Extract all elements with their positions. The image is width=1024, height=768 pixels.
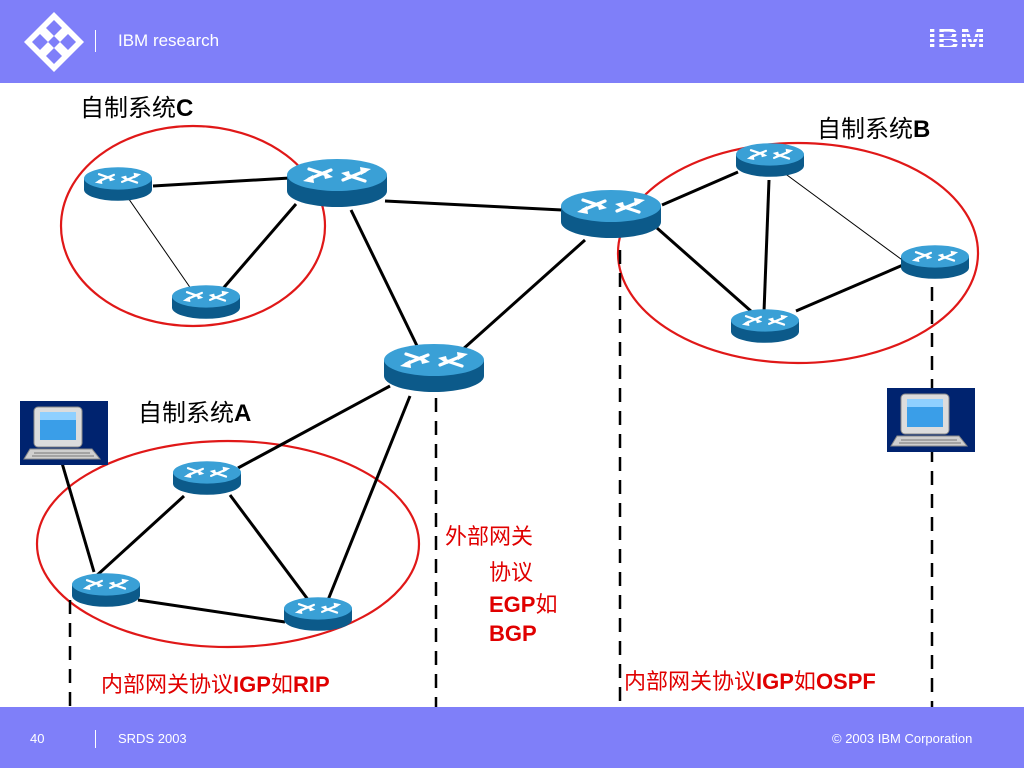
router-icon (282, 596, 354, 632)
as-b-label: 自制系统B (817, 115, 931, 143)
as-a-label: 自制系统A (138, 399, 252, 427)
router-icon (70, 572, 142, 608)
computer-icon (19, 400, 109, 466)
footer-copyright: © 2003 IBM Corporation (832, 731, 973, 746)
header-separator (95, 30, 96, 52)
as-a-boundary (35, 439, 421, 649)
ibm-brand-logo: IBM (928, 23, 986, 56)
header-title: IBM research (118, 31, 220, 50)
router-icon (285, 157, 389, 209)
router-icon (170, 284, 242, 320)
footer-separator (95, 730, 96, 748)
egp-label-line3: EGP如 (489, 592, 558, 618)
as-b-boundary (616, 141, 980, 365)
router-icon (382, 342, 486, 394)
egp-label-line2: 协议 (489, 561, 534, 586)
footer-event: SRDS 2003 (118, 731, 187, 746)
router-icon (559, 188, 663, 240)
igp-ospf-label: 内部网关协议IGP如OSPF (624, 669, 876, 695)
network-links (60, 170, 904, 624)
router-icon (729, 308, 801, 344)
as-c-label: 自制系统C (80, 94, 194, 122)
router-icon (171, 460, 243, 496)
router-icon (734, 142, 806, 178)
igp-rip-label: 内部网关协议IGP如RIP (101, 672, 330, 698)
header-bar: IBM research IBM (0, 0, 1024, 83)
egp-label-line1: 外部网关 (445, 525, 534, 550)
page-number: 40 (30, 731, 45, 746)
router-icon (82, 166, 154, 202)
computer-icon (886, 387, 976, 453)
ibm-diamond-logo (24, 12, 84, 72)
thin-links (123, 163, 906, 297)
footer-bar: 40 SRDS 2003 © 2003 IBM Corporation (0, 707, 1024, 768)
egp-label-line4: BGP (489, 621, 537, 646)
router-icon (899, 244, 971, 280)
as-c-boundary (59, 124, 327, 328)
